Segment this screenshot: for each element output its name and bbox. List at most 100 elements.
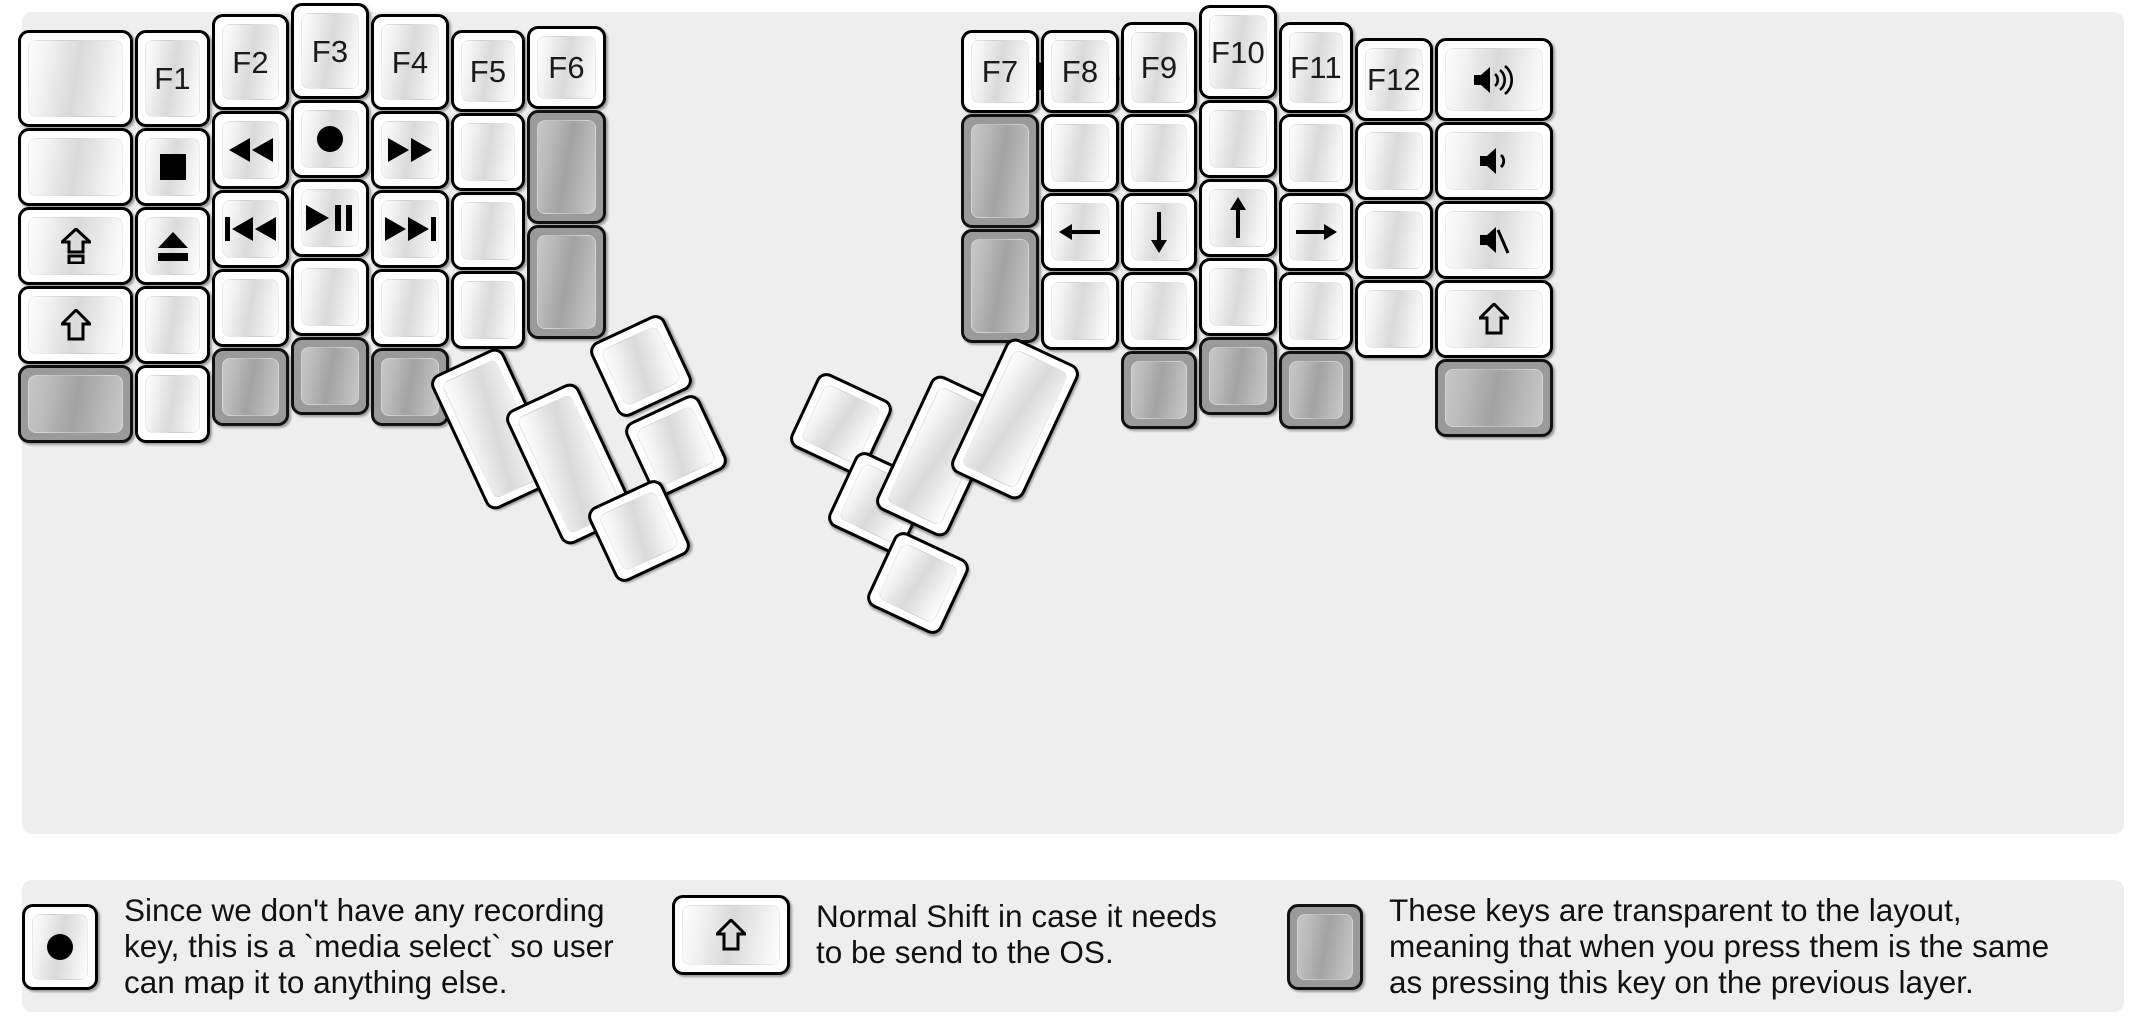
key-f1-left-1-0[interactable]: F1 bbox=[135, 30, 210, 127]
key-label: F5 bbox=[469, 53, 507, 89]
key-f11-right-4-0[interactable]: F11 bbox=[1279, 22, 1353, 113]
key-shift-left-0-3[interactable] bbox=[18, 286, 133, 364]
key-blank-left-3-3[interactable] bbox=[291, 258, 369, 336]
keycap-face bbox=[222, 200, 279, 258]
key-transparent-right-0-1[interactable] bbox=[961, 114, 1039, 228]
key-stop-left-1-1[interactable] bbox=[135, 128, 210, 206]
keycap-face bbox=[145, 138, 200, 196]
key-volume-mute-right-6-2[interactable] bbox=[1435, 201, 1553, 279]
key-transparent-left-2-4[interactable] bbox=[212, 348, 289, 426]
key-shift-right-6-3[interactable] bbox=[1435, 280, 1553, 358]
keycap-face bbox=[1289, 203, 1343, 261]
key-rewind-left-2-1[interactable] bbox=[212, 111, 289, 189]
key-blank-right-3-3[interactable] bbox=[1199, 258, 1277, 336]
key-f6-left-6-0[interactable]: F6 bbox=[527, 26, 606, 109]
keycap-face bbox=[381, 200, 439, 258]
key-blank-left-0-0[interactable] bbox=[18, 30, 133, 127]
key-blank-right-1-1[interactable] bbox=[1041, 114, 1119, 192]
key-transparent-right-4-4[interactable] bbox=[1279, 351, 1353, 429]
key-label: F3 bbox=[311, 33, 349, 69]
keycap-face: F11 bbox=[1289, 32, 1343, 103]
key-blank-right-5-3[interactable] bbox=[1355, 280, 1433, 358]
key-blank-right-2-1[interactable] bbox=[1121, 114, 1197, 192]
key-f2-left-2-0[interactable]: F2 bbox=[212, 14, 289, 110]
key-transparent-left-6-2[interactable] bbox=[527, 225, 606, 339]
key-label: F2 bbox=[232, 44, 269, 80]
key-blank-right-4-3[interactable] bbox=[1279, 272, 1353, 350]
keycap-face: F9 bbox=[1131, 32, 1187, 103]
keycap-face bbox=[537, 120, 596, 214]
key-blank-left-5-2[interactable] bbox=[451, 192, 525, 270]
key-arrow-up-right-3-2[interactable] bbox=[1199, 179, 1277, 257]
keycap-face: F12 bbox=[1365, 48, 1423, 111]
key-blank-right-5-2[interactable] bbox=[1355, 201, 1433, 279]
keycap-face bbox=[222, 121, 279, 179]
key-label: F1 bbox=[154, 61, 191, 96]
key-f7-right-0-0[interactable]: F7 bbox=[961, 30, 1039, 113]
keycap-face bbox=[28, 375, 123, 433]
keycap-face bbox=[145, 217, 200, 275]
fast-forward-icon bbox=[387, 136, 433, 164]
keycap-face bbox=[1297, 913, 1353, 980]
keycap-face: F2 bbox=[222, 24, 279, 100]
key-blank-left-1-3[interactable] bbox=[135, 286, 210, 364]
arrow-up-icon bbox=[1225, 196, 1251, 240]
key-caps-lock-left-0-2[interactable] bbox=[18, 207, 133, 285]
keycap-face bbox=[28, 40, 123, 117]
keycap-face bbox=[145, 375, 200, 433]
key-f12-right-5-0[interactable]: F12 bbox=[1355, 38, 1433, 121]
key-blank-right-4-1[interactable] bbox=[1279, 114, 1353, 192]
key-transparent-right-6-4[interactable] bbox=[1435, 359, 1553, 437]
record-icon bbox=[313, 122, 347, 156]
key-transparent-left-3-4[interactable] bbox=[291, 337, 369, 415]
key-blank-left-0-1[interactable] bbox=[18, 128, 133, 206]
key-arrow-right-right-4-2[interactable] bbox=[1279, 193, 1353, 271]
arrow-right-icon bbox=[1294, 219, 1338, 245]
key-blank-left-2-3[interactable] bbox=[212, 269, 289, 347]
key-blank-right-5-1[interactable] bbox=[1355, 122, 1433, 200]
previous-track-icon bbox=[224, 215, 277, 243]
keycap-face: F6 bbox=[537, 36, 596, 99]
key-next-track-left-4-2[interactable] bbox=[371, 190, 449, 268]
keycap-face bbox=[1209, 110, 1267, 168]
key-transparent-right-0-2[interactable] bbox=[961, 229, 1039, 343]
key-arrow-left-right-1-2[interactable] bbox=[1041, 193, 1119, 271]
key-volume-down-right-6-1[interactable] bbox=[1435, 122, 1553, 200]
shift-icon bbox=[1479, 303, 1509, 335]
key-previous-track-left-2-2[interactable] bbox=[212, 190, 289, 268]
keycap-face bbox=[301, 347, 359, 405]
key-record-left-3-1[interactable] bbox=[291, 100, 369, 178]
keycap-face: F7 bbox=[971, 40, 1029, 103]
legend-item-2: These keys are transparent to the layout… bbox=[1287, 892, 2049, 1001]
key-arrow-down-right-2-2[interactable] bbox=[1121, 193, 1197, 271]
volume-up-icon bbox=[1472, 64, 1516, 96]
key-f5-left-5-0[interactable]: F5 bbox=[451, 30, 525, 112]
key-eject-left-1-2[interactable] bbox=[135, 207, 210, 285]
key-f4-left-4-0[interactable]: F4 bbox=[371, 14, 449, 110]
key-blank-left-5-1[interactable] bbox=[451, 113, 525, 191]
key-transparent-left-6-1[interactable] bbox=[527, 110, 606, 224]
key-f9-right-2-0[interactable]: F9 bbox=[1121, 22, 1197, 113]
key-blank-right-2-3[interactable] bbox=[1121, 272, 1197, 350]
key-volume-up-right-6-0[interactable] bbox=[1435, 38, 1553, 121]
key-blank-left-5-3[interactable] bbox=[451, 271, 525, 349]
key-blank-left-4-3[interactable] bbox=[371, 269, 449, 347]
keycap-face bbox=[1365, 211, 1423, 269]
keycap-face: F10 bbox=[1209, 15, 1267, 89]
key-f8-right-1-0[interactable]: F8 bbox=[1041, 30, 1119, 113]
key-play-pause-left-3-2[interactable] bbox=[291, 179, 369, 257]
key-f3-left-3-0[interactable]: F3 bbox=[291, 3, 369, 99]
key-blank-right-3-1[interactable] bbox=[1199, 100, 1277, 178]
key-blank-right-1-3[interactable] bbox=[1041, 272, 1119, 350]
keycap-face bbox=[599, 324, 683, 408]
next-track-icon bbox=[384, 215, 436, 243]
key-fast-forward-left-4-1[interactable] bbox=[371, 111, 449, 189]
key-transparent-left-0-4[interactable] bbox=[18, 365, 133, 443]
keycap-face: F3 bbox=[301, 13, 359, 89]
key-transparent-right-3-4[interactable] bbox=[1199, 337, 1277, 415]
key-f10-right-3-0[interactable]: F10 bbox=[1199, 5, 1277, 99]
legend-caption-0: Since we don't have any recording key, t… bbox=[124, 892, 614, 1000]
key-blank-left-1-4[interactable] bbox=[135, 365, 210, 443]
keycap-face bbox=[537, 235, 596, 329]
key-transparent-right-2-4[interactable] bbox=[1121, 351, 1197, 429]
